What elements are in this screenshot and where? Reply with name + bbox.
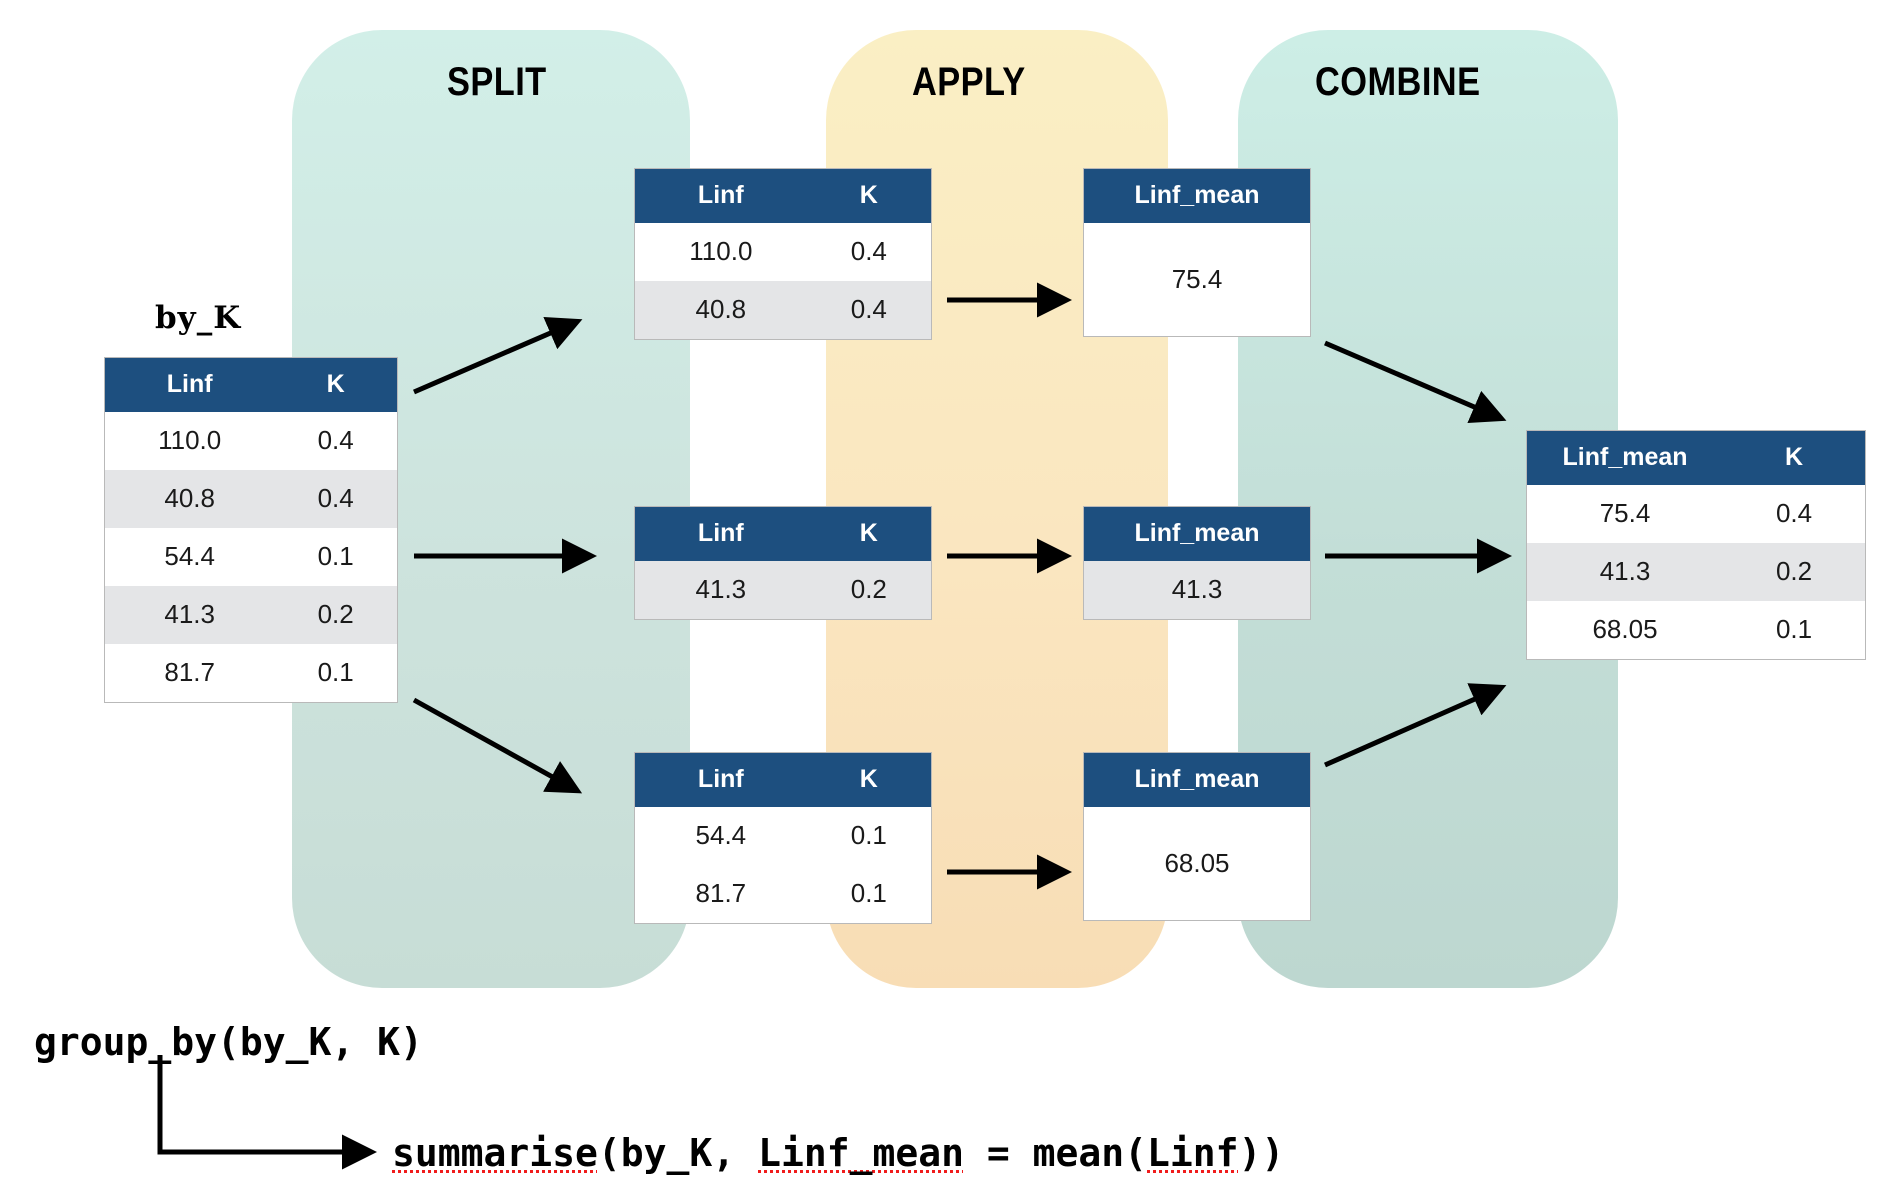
table-row: 41.3 0.2 — [635, 561, 931, 619]
table-row: 110.0 0.4 — [105, 412, 397, 470]
cell-linf: 110.0 — [105, 412, 275, 470]
cell-k: 0.2 — [806, 561, 931, 619]
cell-k: 0.1 — [1723, 601, 1865, 659]
column-header-k: K — [1723, 431, 1865, 485]
cell-linf: 41.3 — [635, 561, 807, 619]
cell-k: 0.4 — [274, 470, 397, 528]
cell-linf-mean: 68.05 — [1527, 601, 1724, 659]
table-row: 41.3 — [1084, 561, 1310, 619]
apply-table-1: Linf_mean 75.4 — [1083, 168, 1311, 337]
code-summarise-arg: Linf — [1147, 1131, 1239, 1175]
code-summarise-mid: = mean( — [963, 1131, 1147, 1175]
cell-k: 0.4 — [806, 223, 931, 281]
table-header-row: Linf_mean — [1084, 169, 1310, 223]
column-header-linf: Linf — [635, 753, 807, 807]
cell-linf-mean: 75.4 — [1084, 223, 1310, 336]
column-header-linf-mean: Linf_mean — [1527, 431, 1724, 485]
table-row: 54.4 0.1 — [635, 807, 931, 865]
column-header-k: K — [806, 753, 931, 807]
cell-linf: 81.7 — [105, 644, 275, 702]
table-row: 75.4 0.4 — [1527, 485, 1865, 543]
table-row: 40.8 0.4 — [105, 470, 397, 528]
cell-k: 0.2 — [274, 586, 397, 644]
column-header-k: K — [806, 507, 931, 561]
group-table-3: Linf K 54.4 0.1 81.7 0.1 — [634, 752, 932, 924]
cell-linf-mean: 75.4 — [1527, 485, 1724, 543]
cell-linf-mean: 41.3 — [1084, 561, 1310, 619]
table-row: 110.0 0.4 — [635, 223, 931, 281]
table-row: 41.3 0.2 — [105, 586, 397, 644]
code-summarise: summarise(by_K, Linf_mean = mean(Linf)) — [392, 1131, 1284, 1175]
cell-linf: 41.3 — [105, 586, 275, 644]
table-row: 41.3 0.2 — [1527, 543, 1865, 601]
apply-table-2: Linf_mean 41.3 — [1083, 506, 1311, 620]
cell-k: 0.4 — [1723, 485, 1865, 543]
cell-linf: 40.8 — [105, 470, 275, 528]
column-header-linf: Linf — [105, 358, 275, 412]
cell-k: 0.1 — [806, 865, 931, 923]
table-row: 81.7 0.1 — [105, 644, 397, 702]
table-row: 68.05 0.1 — [1527, 601, 1865, 659]
code-summarise-fn: summarise — [392, 1131, 598, 1175]
table-header-row: Linf K — [635, 169, 931, 223]
cell-linf-mean: 41.3 — [1527, 543, 1724, 601]
group-table-1: Linf K 110.0 0.4 40.8 0.4 — [634, 168, 932, 340]
column-header-k: K — [274, 358, 397, 412]
column-header-linf: Linf — [635, 507, 807, 561]
column-header-k: K — [806, 169, 931, 223]
cell-k: 0.4 — [806, 281, 931, 339]
table-header-row: Linf_mean — [1084, 753, 1310, 807]
arrow-code-elbow — [157, 1055, 378, 1170]
cell-linf: 110.0 — [635, 223, 807, 281]
code-summarise-close: )) — [1238, 1131, 1285, 1175]
table-header-row: Linf K — [635, 507, 931, 561]
cell-k: 0.1 — [274, 644, 397, 702]
table-row: 75.4 — [1084, 223, 1310, 336]
cell-k: 0.1 — [274, 528, 397, 586]
table-header-row: Linf K — [105, 358, 397, 412]
source-table-caption: by_K — [155, 300, 242, 336]
cell-k: 0.4 — [274, 412, 397, 470]
column-header-linf: Linf — [635, 169, 807, 223]
column-header-linf-mean: Linf_mean — [1084, 507, 1310, 561]
cell-k: 0.2 — [1723, 543, 1865, 601]
table-header-row: Linf_mean — [1084, 507, 1310, 561]
stage-label-apply: APPLY — [912, 60, 1026, 104]
source-table: Linf K 110.0 0.4 40.8 0.4 54.4 0.1 41.3 … — [104, 357, 398, 703]
result-table: Linf_mean K 75.4 0.4 41.3 0.2 68.05 0.1 — [1526, 430, 1866, 660]
apply-table-3: Linf_mean 68.05 — [1083, 752, 1311, 921]
cell-linf: 81.7 — [635, 865, 807, 923]
code-summarise-open: (by_K, — [597, 1131, 759, 1175]
column-header-linf-mean: Linf_mean — [1084, 753, 1310, 807]
table-header-row: Linf K — [635, 753, 931, 807]
cell-linf: 54.4 — [635, 807, 807, 865]
table-header-row: Linf_mean K — [1527, 431, 1865, 485]
group-table-2: Linf K 41.3 0.2 — [634, 506, 932, 620]
stage-label-split: SPLIT — [447, 60, 547, 104]
table-row: 40.8 0.4 — [635, 281, 931, 339]
stage-label-combine: COMBINE — [1315, 60, 1481, 104]
table-row: 81.7 0.1 — [635, 865, 931, 923]
code-summarise-var: Linf_mean — [758, 1131, 964, 1175]
table-row: 68.05 — [1084, 807, 1310, 920]
cell-k: 0.1 — [806, 807, 931, 865]
cell-linf-mean: 68.05 — [1084, 807, 1310, 920]
cell-linf: 54.4 — [105, 528, 275, 586]
cell-linf: 40.8 — [635, 281, 807, 339]
code-group-by: group_by(by_K, K) — [34, 1020, 423, 1064]
table-row: 54.4 0.1 — [105, 528, 397, 586]
column-header-linf-mean: Linf_mean — [1084, 169, 1310, 223]
